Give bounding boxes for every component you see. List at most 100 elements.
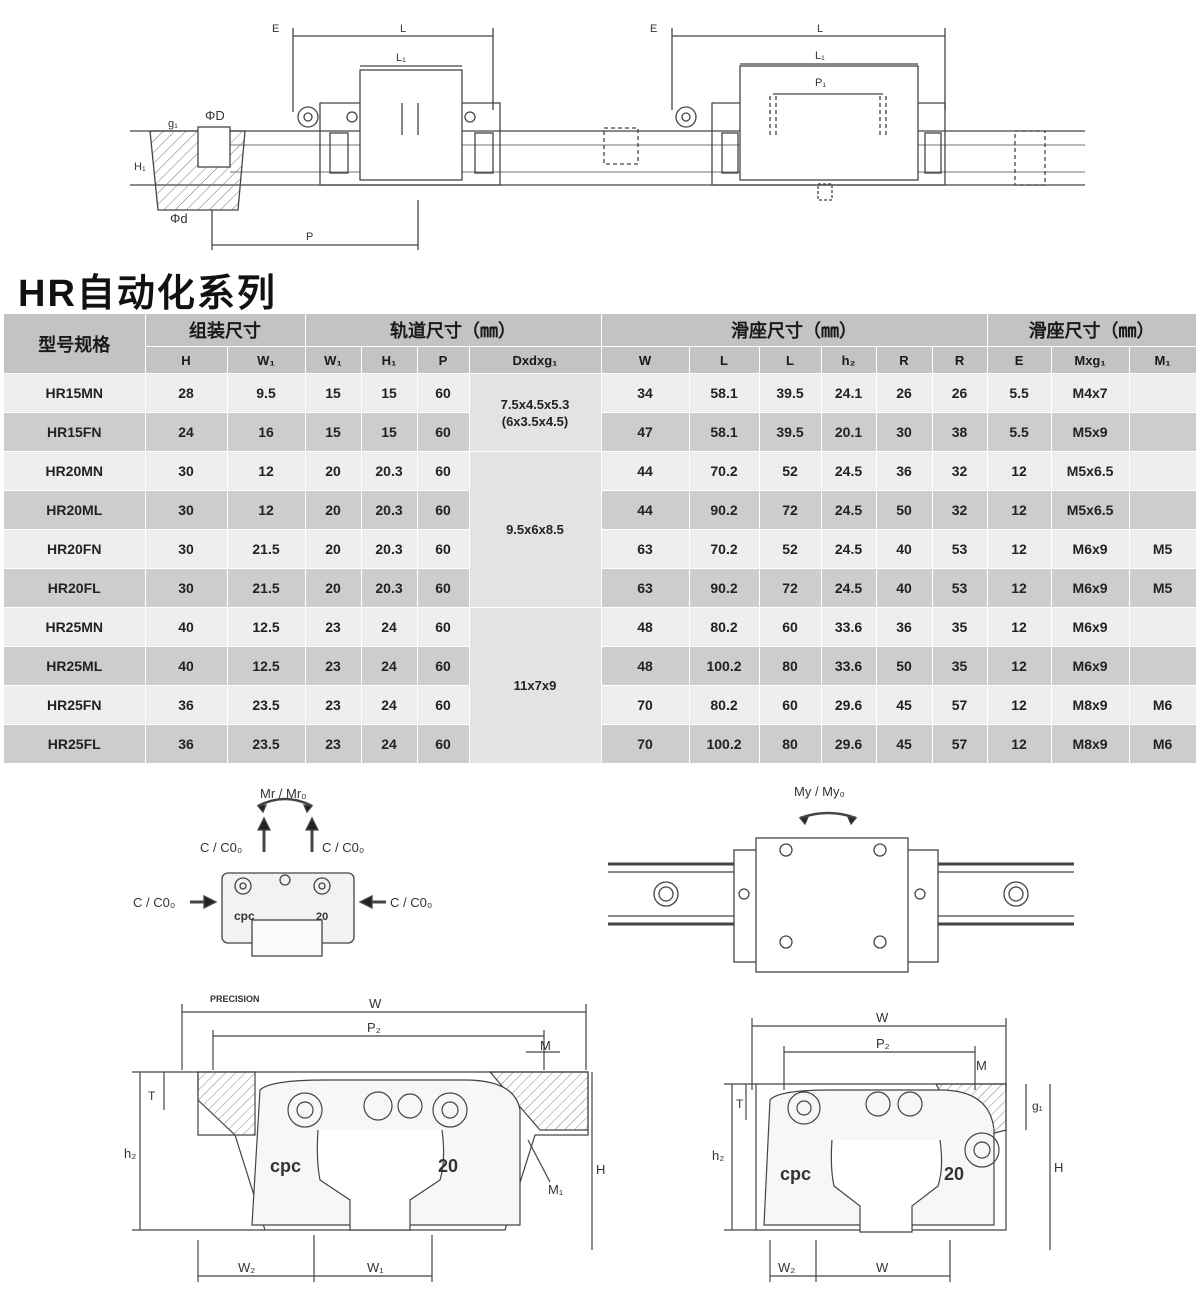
cell-wr: 20 xyxy=(305,490,362,530)
cell-r2: 53 xyxy=(932,529,988,569)
cell-model: HR25MN xyxy=(4,607,146,647)
cross-section-narrow: W P₂ M g₁ T h₂ H cpc 20 W₂ W xyxy=(712,1010,1063,1282)
cell-mxg: M6x9 xyxy=(1051,607,1130,647)
cell-h2: 33.6 xyxy=(821,607,877,647)
cell-p: 60 xyxy=(417,529,470,569)
label-d: ΦD xyxy=(205,108,225,123)
cell-p: 60 xyxy=(417,568,470,608)
cell-l1: 72 xyxy=(759,490,822,530)
cell-l: 100.2 xyxy=(689,724,760,764)
cell-m1: M5 xyxy=(1129,568,1197,608)
cell-hr: 15 xyxy=(361,373,418,413)
brand-flange: cpc xyxy=(270,1156,301,1176)
cell-m1 xyxy=(1129,646,1197,686)
cell-w2: 23.5 xyxy=(227,724,306,764)
cell-l: 80.2 xyxy=(689,607,760,647)
col-h: H xyxy=(145,346,228,374)
cell-e: 5.5 xyxy=(987,412,1052,452)
cell-model: HR25FN xyxy=(4,685,146,725)
cell-h: 30 xyxy=(145,568,228,608)
label-m-narrow: M xyxy=(976,1058,987,1073)
cell-e: 12 xyxy=(987,568,1052,608)
dxdxg-line: 11x7x9 xyxy=(513,678,557,693)
dxdxg-line: 9.5x6x8.5 xyxy=(506,522,564,537)
table-group-header: 型号规格 组装尺寸 轨道尺寸（㎜） 滑座尺寸（㎜） 滑座尺寸（㎜） xyxy=(4,314,1197,374)
cell-h: 24 xyxy=(145,412,228,452)
label-l1-left: L₁ xyxy=(396,52,406,64)
cell-l1: 52 xyxy=(759,529,822,569)
cell-h: 40 xyxy=(145,646,228,686)
cell-hr: 20.3 xyxy=(361,490,418,530)
cell-h2: 24.5 xyxy=(821,568,877,608)
cell-h: 30 xyxy=(145,451,228,491)
cell-w2: 12.5 xyxy=(227,607,306,647)
cell-m1 xyxy=(1129,412,1197,452)
cell-h: 36 xyxy=(145,724,228,764)
cell-l1: 39.5 xyxy=(759,412,822,452)
label-l1-right: L₁ xyxy=(815,50,825,62)
cell-p: 60 xyxy=(417,646,470,686)
cell-m1 xyxy=(1129,451,1197,491)
cell-dxdxg: 9.5x6x8.5 xyxy=(469,451,602,608)
header-slider-1: 滑座尺寸（㎜） xyxy=(601,314,988,347)
label-c-right: C / C0₀ xyxy=(390,895,432,910)
brand-mark: cpc xyxy=(234,909,255,923)
cell-model: HR15MN xyxy=(4,373,146,413)
cell-w: 47 xyxy=(601,412,690,452)
cell-h: 40 xyxy=(145,607,228,647)
cell-e: 12 xyxy=(987,451,1052,491)
cell-w2: 21.5 xyxy=(227,529,306,569)
cell-w2: 12.5 xyxy=(227,646,306,686)
label-p2-flange: P₂ xyxy=(367,1020,381,1035)
cell-w2: 16 xyxy=(227,412,306,452)
label-h-flange: H xyxy=(596,1162,605,1177)
table-column-header: H W₁ W₁ H₁ P Dxdxg₁ W L L h₂ R R E Mxg₁ … xyxy=(4,346,1197,374)
cell-model: HR20FN xyxy=(4,529,146,569)
col-l1: L xyxy=(759,346,822,374)
cell-w2: 9.5 xyxy=(227,373,306,413)
cell-l: 58.1 xyxy=(689,412,760,452)
cell-hr: 15 xyxy=(361,412,418,452)
col-r2: R xyxy=(932,346,988,374)
size-flange: 20 xyxy=(438,1156,458,1176)
cell-w: 70 xyxy=(601,724,690,764)
label-t-flange: T xyxy=(148,1089,156,1103)
cell-l1: 60 xyxy=(759,607,822,647)
cell-l1: 72 xyxy=(759,568,822,608)
cell-l1: 80 xyxy=(759,724,822,764)
cell-l: 70.2 xyxy=(689,529,760,569)
cell-wr: 23 xyxy=(305,685,362,725)
cell-h2: 24.5 xyxy=(821,490,877,530)
cell-h: 30 xyxy=(145,529,228,569)
cell-dxdxg: 11x7x9 xyxy=(469,607,602,764)
series-title: HR自动化系列 xyxy=(18,273,277,315)
cell-r1: 45 xyxy=(876,724,933,764)
label-c-left-up: C / C0₀ xyxy=(200,840,242,855)
cell-wr: 23 xyxy=(305,724,362,764)
cell-mxg: M5x9 xyxy=(1051,412,1130,452)
cell-r1: 40 xyxy=(876,568,933,608)
cell-e: 12 xyxy=(987,529,1052,569)
cell-p: 60 xyxy=(417,373,470,413)
cell-model: HR20ML xyxy=(4,490,146,530)
cell-hr: 20.3 xyxy=(361,568,418,608)
cell-w: 44 xyxy=(601,490,690,530)
cell-mxg: M4x7 xyxy=(1051,373,1130,413)
col-r1: R xyxy=(876,346,933,374)
label-p: P xyxy=(306,231,313,243)
col-l: L xyxy=(689,346,760,374)
cell-r1: 36 xyxy=(876,607,933,647)
cell-wr: 20 xyxy=(305,568,362,608)
cell-p: 60 xyxy=(417,451,470,491)
label-w2-narrow: W₂ xyxy=(778,1260,795,1275)
cell-l1: 60 xyxy=(759,685,822,725)
cell-wr: 20 xyxy=(305,451,362,491)
cell-mxg: M8x9 xyxy=(1051,685,1130,725)
cell-mxg: M6x9 xyxy=(1051,568,1130,608)
cell-hr: 20.3 xyxy=(361,529,418,569)
label-small-d: Φd xyxy=(170,211,188,226)
cell-r1: 26 xyxy=(876,373,933,413)
